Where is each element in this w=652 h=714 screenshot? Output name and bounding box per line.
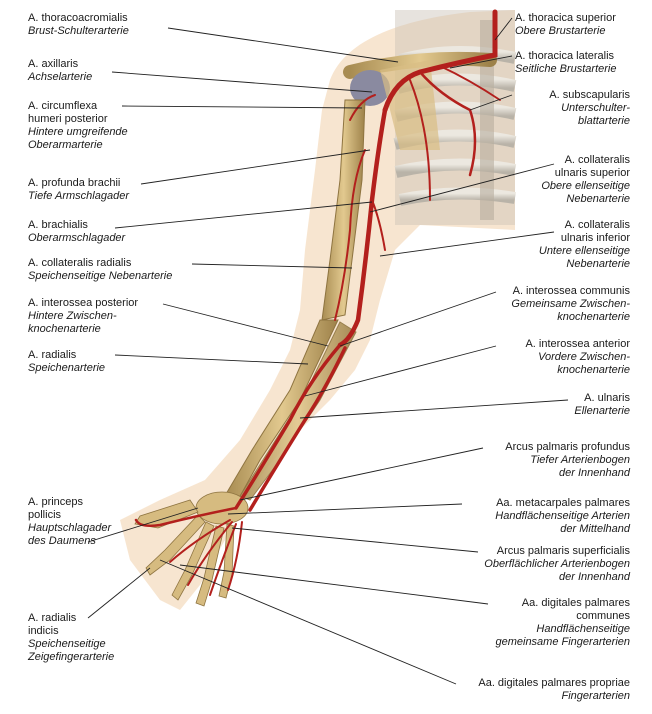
skin-silhouette — [120, 10, 515, 610]
label-thoracoacromialis: A. thoracoacromialis Brust-Schulterarter… — [28, 12, 129, 37]
label-interossea-posterior: A. interossea posterior Hintere Zwischen… — [28, 297, 139, 335]
humerus — [321, 99, 366, 321]
label-radialis-indicis: A. radialis indicis Speichenseitige Zeig… — [28, 612, 115, 663]
label-profunda-brachii: A. profunda brachii Tiefe Armschlagader — [28, 177, 129, 202]
label-axillaris: A. axillaris Achselarterie — [28, 58, 93, 83]
label-thoracica-superior: A. thoracica superior Obere Brustarterie — [515, 12, 616, 37]
label-metacarpales-palmares: Aa. metacarpales palmares Handflächensei… — [495, 497, 630, 535]
arteries — [134, 9, 501, 596]
radius-bone — [225, 319, 339, 501]
label-arcus-palmaris-profundus: Arcus palmaris profundus Tiefer Arterien… — [505, 441, 630, 479]
label-interossea-anterior: A. interossea anterior Vordere Zwischen-… — [525, 338, 630, 376]
label-collateralis-radialis: A. collateralis radialis Speichenseitige… — [28, 257, 173, 282]
label-ulnaris: A. ulnaris Ellenarterie — [574, 392, 630, 417]
label-subscapularis: A. subscapularis Unterschulter- blattart… — [549, 89, 630, 127]
label-arcus-palmaris-superficialis: Arcus palmaris superficialis Oberflächli… — [484, 545, 630, 583]
label-thoracica-lateralis: A. thoracica lateralis Seitliche Brustar… — [515, 50, 617, 75]
label-digitales-palmares-communes: Aa. digitales palmares communes Handfläc… — [495, 597, 630, 648]
label-brachialis: A. brachialis Oberarmschlagader — [28, 219, 126, 244]
label-interossea-communis: A. interossea communis Gemeinsame Zwisch… — [511, 285, 630, 323]
label-collateralis-ulnaris-superior: A. collateralis ulnaris superior Obere e… — [541, 154, 630, 205]
label-circumflexa: A. circumflexa humeri posterior Hintere … — [28, 100, 128, 151]
leader-lines — [87, 17, 569, 685]
label-collateralis-ulnaris-inferior: A. collateralis ulnaris inferior Untere … — [538, 219, 630, 270]
label-digitales-palmares-propriae: Aa. digitales palmares propriae Fingerar… — [478, 677, 630, 702]
label-radialis: A. radialis Speichenarterie — [28, 349, 106, 374]
label-princeps-pollicis: A. princeps pollicis Hauptschlagader des… — [28, 496, 112, 547]
